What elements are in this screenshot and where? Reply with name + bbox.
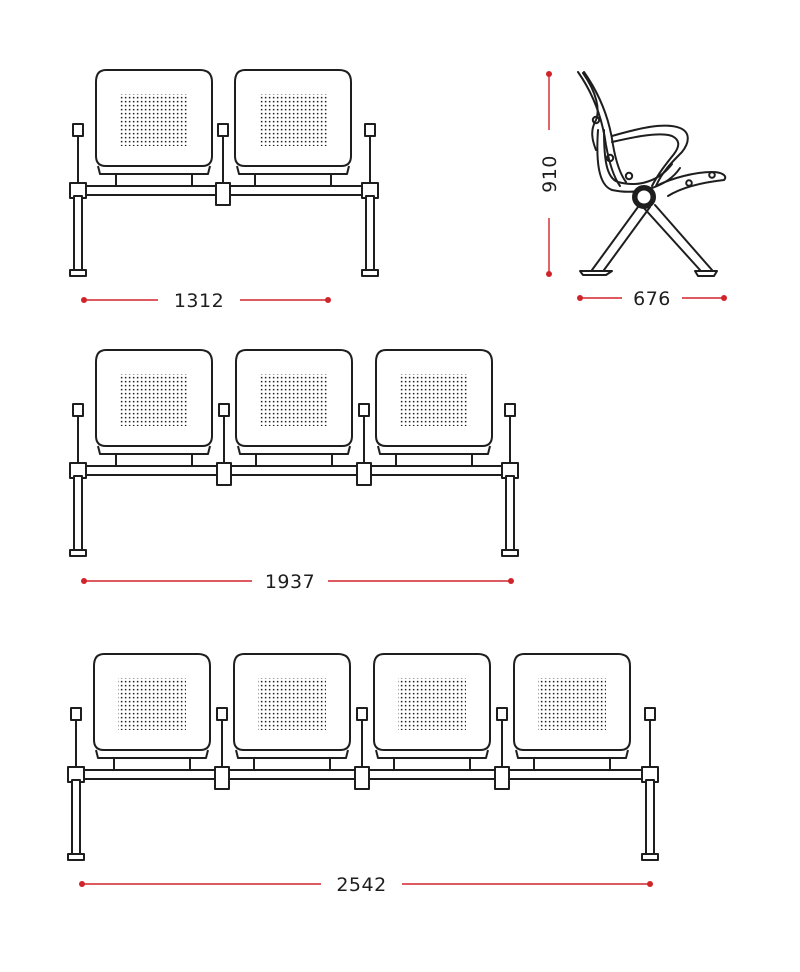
side-hardware <box>591 115 716 187</box>
seat-perforation <box>118 678 186 730</box>
bench-leg <box>361 195 379 277</box>
leg-tube <box>73 475 83 551</box>
armrest-cap <box>70 707 82 721</box>
bench-seat <box>93 653 211 770</box>
width-dimension-label: 2542 <box>336 874 386 896</box>
seat-edge <box>236 165 350 175</box>
seat-perforation <box>120 94 188 146</box>
seat-perforation <box>259 94 327 146</box>
beam-connector <box>356 462 372 486</box>
bench-seat <box>95 69 213 186</box>
armrest-cap <box>364 123 376 137</box>
leg-foot <box>69 549 87 557</box>
seat-perforation <box>260 374 328 426</box>
bench-4-width-dimension: 2542 <box>79 874 653 896</box>
height-dimension: 910 <box>539 71 561 277</box>
armrest-post <box>361 123 379 199</box>
leg-foot <box>641 853 659 861</box>
width-dimension-label: 1937 <box>265 571 315 593</box>
bench-2-front-view <box>69 69 379 277</box>
depth-dimension-label: 676 <box>633 288 671 310</box>
chair-side-view <box>577 71 727 277</box>
seat-edge <box>97 445 211 455</box>
seat-perforation <box>120 374 188 426</box>
bench-seat <box>233 653 351 770</box>
armrest-post <box>69 403 87 479</box>
bench-leg <box>501 475 519 557</box>
armrest-post <box>67 707 85 783</box>
armrest-cap <box>504 403 516 417</box>
seat-perforation <box>538 678 606 730</box>
bench-leg <box>641 779 659 861</box>
leg-foot <box>501 549 519 557</box>
armrest-cap <box>356 707 368 721</box>
beam-connector <box>214 766 230 790</box>
beam-connector <box>354 766 370 790</box>
beam-connector <box>494 766 510 790</box>
bench-4-front-view <box>67 653 659 861</box>
armrest-cap <box>217 123 229 137</box>
seat-edge <box>97 165 211 175</box>
leg-foot <box>69 269 87 277</box>
leg-foot <box>361 269 379 277</box>
seat-edge <box>377 445 491 455</box>
armrest-post <box>501 403 519 479</box>
leg-tube <box>71 779 81 855</box>
bench-leg <box>67 779 85 861</box>
armrest-post <box>69 123 87 199</box>
armrest-post <box>354 707 370 790</box>
bench-front-views: 1312 1937 2542 <box>67 69 659 896</box>
bench-seat <box>373 653 491 770</box>
armrest-cap <box>358 403 370 417</box>
seat-perforation <box>400 374 468 426</box>
bench-2-width-dimension: 1312 <box>81 290 331 312</box>
leg-tube <box>505 475 515 551</box>
armrest-post <box>356 403 372 486</box>
bench-seat <box>234 69 352 186</box>
seat-edge <box>235 749 349 759</box>
armrest-cap <box>218 403 230 417</box>
bench-leg <box>69 195 87 277</box>
seat-edge <box>237 445 351 455</box>
bench-leg <box>69 475 87 557</box>
armrest-post <box>641 707 659 783</box>
armrest-post <box>216 403 232 486</box>
depth-dimension: 676 <box>577 288 727 310</box>
beam-connector <box>216 462 232 486</box>
seat-perforation <box>398 678 466 730</box>
armrest-cap <box>216 707 228 721</box>
side-seat-shell <box>596 124 727 197</box>
side-legs <box>579 204 718 277</box>
armrest-post <box>214 707 230 790</box>
seat-perforation <box>258 678 326 730</box>
armrest-cap <box>72 123 84 137</box>
height-dimension-label: 910 <box>539 155 561 193</box>
bench-seat <box>235 349 353 466</box>
armrest-post <box>494 707 510 790</box>
leg-tube <box>645 779 655 855</box>
leg-foot <box>67 853 85 861</box>
seat-edge <box>95 749 209 759</box>
armrest-post <box>215 123 231 206</box>
armrest-cap <box>644 707 656 721</box>
beam-connector <box>215 182 231 206</box>
side-backrest <box>577 71 627 187</box>
bench-seat <box>513 653 631 770</box>
armrest-cap <box>72 403 84 417</box>
bench-3-front-view <box>69 349 519 557</box>
leg-tube <box>365 195 375 271</box>
bench-seat <box>95 349 213 466</box>
armrest-cap <box>496 707 508 721</box>
side-frame-hub <box>632 185 656 209</box>
bench-beam <box>69 465 519 476</box>
width-dimension-label: 1312 <box>174 290 224 312</box>
bench-3-width-dimension: 1937 <box>81 571 514 593</box>
seat-edge <box>515 749 629 759</box>
seat-edge <box>375 749 489 759</box>
leg-tube <box>73 195 83 271</box>
bench-seat <box>375 349 493 466</box>
